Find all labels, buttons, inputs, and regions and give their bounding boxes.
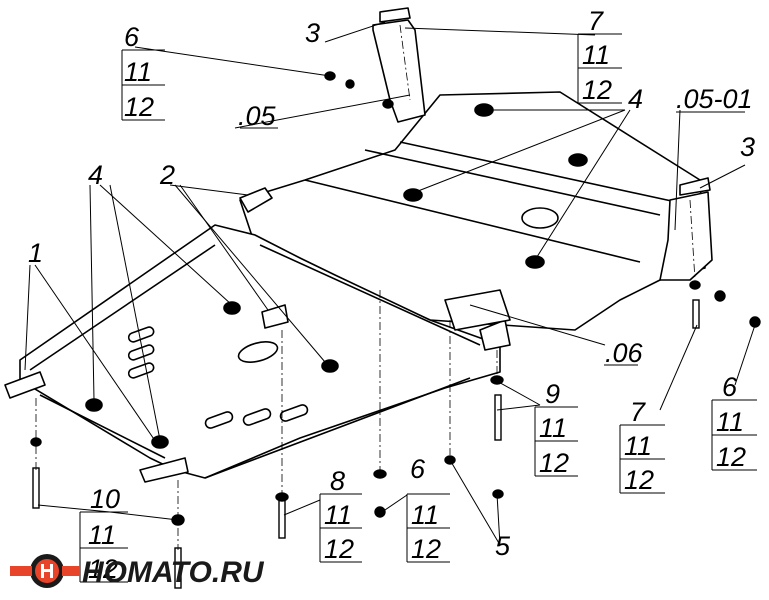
brand-logo: НОМАТО.RU: [10, 554, 265, 589]
stack-6-bottom: [406, 493, 450, 563]
stack-6-right: [711, 399, 757, 471]
stack-6-top-left: [121, 49, 165, 121]
stack-6-right-qty1: 11: [716, 407, 744, 437]
callout-05-01: .05-01: [676, 84, 753, 114]
stack-8: [319, 493, 362, 563]
stack-6-top-left-num: 6: [124, 22, 140, 52]
stack-6-right-qty2: 12: [716, 442, 746, 472]
stack-10-num: 10: [90, 484, 120, 514]
callout-05: .05: [238, 101, 277, 131]
logo-wings-icon: [10, 566, 80, 576]
stack-6-top-left-qty2: 12: [124, 92, 154, 122]
callout-3-right: 3: [740, 132, 755, 162]
stack-6-right-num: 6: [722, 372, 738, 402]
stack-7-right-num: 7: [630, 397, 646, 427]
stack-7-top-right-num: 7: [588, 6, 604, 36]
stack-7-right-qty1: 11: [624, 431, 652, 461]
stack-7-top-right-qty2: 12: [582, 75, 612, 105]
stack-8-qty1: 11: [324, 500, 352, 530]
stack-6-bottom-qty2: 12: [411, 534, 441, 564]
callout-5: 5: [495, 531, 511, 561]
stacked-callout-text: 6 11 12 7 11 12 6 11 12 7 11 12 9 11 12 …: [88, 6, 746, 584]
stack-8-num: 8: [330, 466, 345, 496]
stack-8-qty2: 12: [324, 534, 354, 564]
leader-lines: [24, 21, 756, 546]
callout-labels: 1 2 3 3 4 4 .05 .05-01 .06 5: [28, 18, 755, 561]
callout-4-left: 4: [88, 160, 103, 190]
stack-7-top-right-qty1: 11: [582, 40, 610, 70]
fasteners: [30, 71, 761, 589]
callout-2: 2: [159, 160, 175, 190]
stack-9-qty1: 11: [539, 413, 567, 443]
stack-6-bottom-qty1: 11: [411, 500, 439, 530]
stack-7-right: [619, 424, 665, 494]
stacked-callouts: [79, 33, 757, 583]
stack-9: [534, 406, 578, 477]
stack-6-top-left-qty1: 11: [124, 57, 152, 87]
callout-06: .06: [605, 338, 644, 368]
logo-text: НОМАТО.RU: [82, 556, 265, 589]
stack-7-top-right: [577, 33, 622, 104]
callout-3-top: 3: [305, 18, 320, 48]
stack-9-num: 9: [545, 379, 560, 409]
stack-6-bottom-num: 6: [410, 454, 426, 484]
stack-10-qty2: 12: [88, 554, 118, 584]
alignment-lines: [35, 24, 696, 550]
main-plate-drawing: [4, 7, 713, 483]
stack-10-qty1: 11: [88, 520, 116, 550]
callout-1: 1: [28, 238, 43, 268]
stack-9-qty2: 12: [539, 448, 569, 478]
stack-7-right-qty2: 12: [624, 465, 654, 495]
callout-4-right: 4: [628, 84, 643, 114]
